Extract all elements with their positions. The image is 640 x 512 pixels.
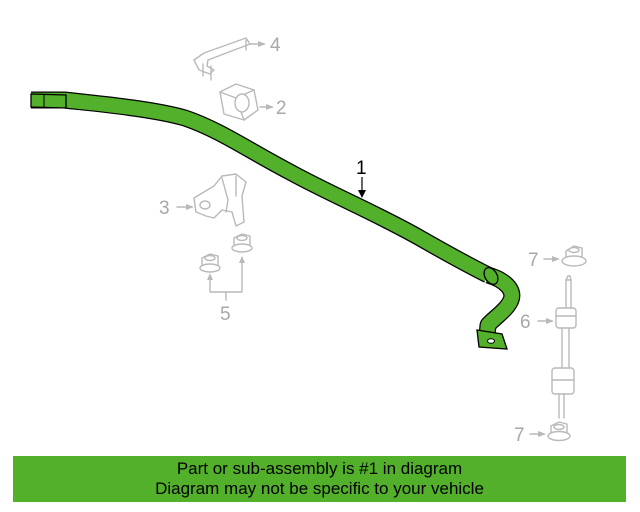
parts-diagram: 1 4 2 3 <box>30 35 587 446</box>
stabilizer-bar[interactable] <box>30 91 521 350</box>
callout-1: 1 <box>356 158 367 198</box>
stabilizer-link[interactable]: 6 <box>520 275 577 419</box>
callout-3-label: 3 <box>159 198 170 219</box>
nut-top[interactable]: 7 <box>528 245 587 271</box>
callout-7-bottom-label: 7 <box>514 425 525 446</box>
flange-nuts[interactable]: 5 <box>199 233 253 325</box>
callout-7-top-label: 7 <box>528 250 539 271</box>
bushing[interactable]: 2 <box>219 83 287 121</box>
disclaimer-banner: Part or sub-assembly is #1 in diagram Di… <box>13 456 626 502</box>
banner-line-2: Diagram may not be specific to your vehi… <box>155 479 484 498</box>
callout-6-label: 6 <box>520 312 531 333</box>
clamp-bracket[interactable]: 4 <box>193 35 281 81</box>
callout-5-label: 5 <box>220 304 231 325</box>
callout-4-label: 4 <box>270 35 281 56</box>
nut-bottom[interactable]: 7 <box>514 421 571 446</box>
stabilizer-bracket[interactable]: 3 <box>159 173 247 227</box>
callout-2-label: 2 <box>276 98 287 119</box>
callout-1-label: 1 <box>356 158 367 179</box>
banner-line-1: Part or sub-assembly is #1 in diagram <box>176 459 463 478</box>
